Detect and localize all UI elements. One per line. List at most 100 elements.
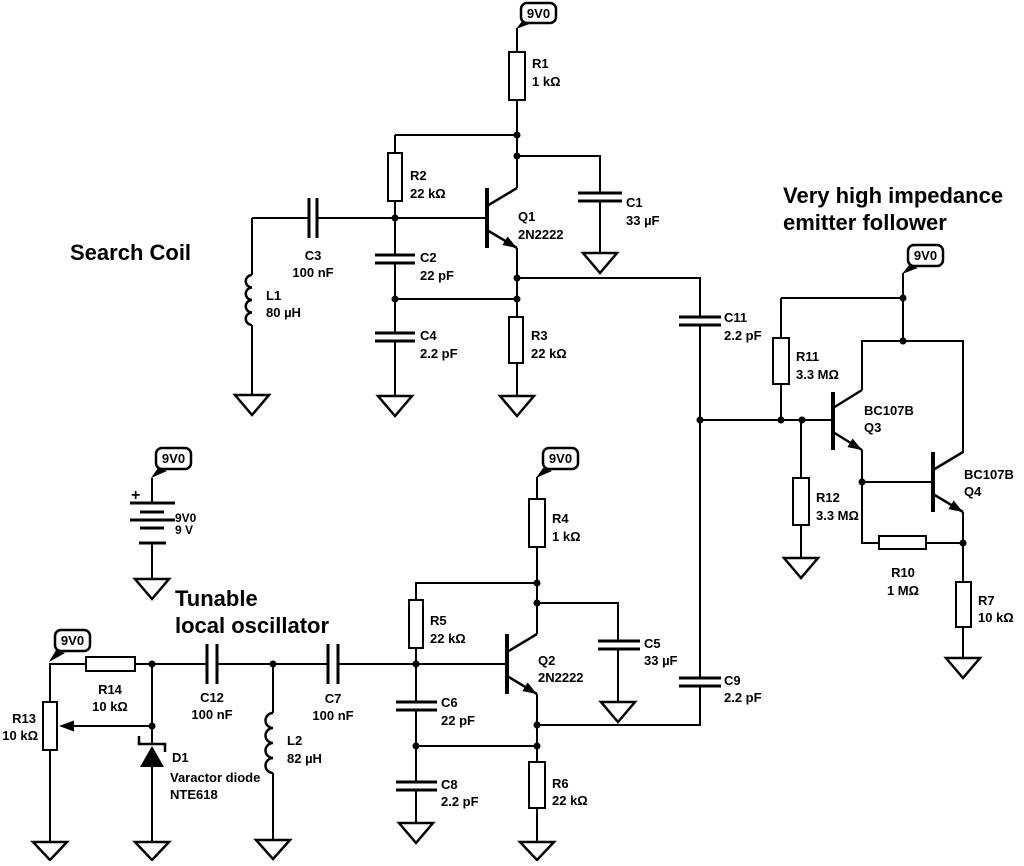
capacitor-c2 (375, 253, 415, 265)
capacitor-c11 (679, 315, 721, 327)
resistor-r10 (878, 535, 927, 550)
capacitor-c5 (598, 639, 640, 651)
title-oscillator-line1: Tunable (175, 586, 258, 611)
label-r2-ref: R2 (410, 168, 427, 183)
label-r4-val: 1 kΩ (552, 529, 581, 544)
label-battery-name: 9V0 (175, 511, 197, 525)
label-r11-val: 3.3 MΩ (796, 367, 839, 382)
label-r4-ref: R4 (552, 511, 569, 526)
diode-triangle-icon (140, 746, 164, 767)
emitter-arrow-icon (502, 236, 517, 248)
supply-callout-battery: 9V0 (151, 446, 193, 478)
resistor-r12 (792, 477, 810, 526)
label-c8-ref: C8 (441, 777, 458, 792)
label-c7-val: 100 nF (312, 708, 353, 723)
ground-icon (132, 577, 172, 601)
label-q3-ref: Q3 (864, 420, 881, 435)
label-r12-val: 3.3 MΩ (816, 508, 859, 523)
label-l1-ref: L1 (266, 288, 281, 303)
varactor-cathode-icon (137, 736, 167, 752)
callout-tail-icon (49, 650, 65, 662)
label-l2-ref: L2 (287, 733, 302, 748)
label-d1-desc2: NTE618 (170, 787, 218, 802)
label-q4-ref: Q4 (964, 484, 982, 499)
label-c11-ref: C11 (724, 310, 747, 325)
emitter-arrow-icon (847, 438, 862, 450)
supply-callout-follower: 9V0 (902, 243, 945, 274)
resistor-r14 (85, 656, 136, 672)
label-d1-desc1: Varactor diode (170, 770, 260, 785)
emitter-arrow-icon (522, 682, 537, 694)
label-r13-ref: R13 (12, 711, 36, 726)
inductor-l1 (244, 273, 253, 327)
resistor-r2 (387, 152, 403, 202)
battery-plus-sign: + (131, 487, 140, 504)
label-c5-ref: C5 (644, 636, 661, 651)
label-q2-ref: Q2 (538, 653, 555, 668)
resistor-r3 (508, 316, 524, 364)
supply-callout-oscillator: 9V0 (49, 628, 92, 662)
title-oscillator-line2: local oscillator (175, 613, 329, 638)
varactor-diode-d1 (137, 736, 167, 767)
callout-tail-icon (536, 468, 552, 478)
supply-net-label: 9V0 (549, 451, 572, 466)
label-c1-ref: C1 (626, 195, 643, 210)
emitter-arrow-icon (948, 500, 963, 512)
label-c9-val: 2.2 pF (724, 690, 762, 705)
supply-net-label: 9V0 (527, 6, 550, 21)
label-r3-val: 22 kΩ (531, 346, 567, 361)
ground-icon (497, 394, 537, 418)
battery-symbol: + (130, 487, 175, 545)
label-r5-val: 22 kΩ (430, 631, 466, 646)
label-battery-value: 9 V (175, 523, 193, 537)
resistor-r11 (772, 337, 790, 385)
label-r12-ref: R12 (816, 490, 840, 505)
label-r6-val: 22 kΩ (552, 793, 588, 808)
label-c4-val: 2.2 pF (420, 346, 458, 361)
wire-segments (49, 28, 964, 842)
ground-icon (232, 393, 272, 417)
label-r6-ref: R6 (552, 776, 569, 791)
transistor-q4 (931, 450, 964, 514)
label-q3-part: BC107B (864, 403, 914, 418)
resistor-r5 (408, 599, 424, 649)
label-c6-val: 22 pF (441, 713, 475, 728)
label-r14-val: 10 kΩ (92, 699, 128, 714)
label-l1-val: 80 µH (266, 305, 301, 320)
label-c3-val: 100 nF (292, 265, 333, 280)
resistor-r7 (955, 581, 972, 628)
label-q1-val: 2N2222 (518, 227, 564, 242)
label-c7-ref: C7 (325, 691, 342, 706)
ground-icon (517, 840, 557, 862)
title-follower-line1: Very high impedance (783, 183, 1003, 208)
ground-icon (30, 840, 70, 862)
callout-tail-icon (151, 468, 167, 478)
capacitor-c6 (396, 700, 437, 712)
label-c9-ref: C9 (724, 673, 741, 688)
transistor-q3 (831, 388, 863, 452)
label-r10-val: 1 MΩ (887, 583, 919, 598)
label-c2-ref: C2 (420, 250, 437, 265)
resistor-r6 (528, 761, 546, 809)
title-search-coil: Search Coil (70, 240, 191, 265)
capacitor-c1 (578, 191, 622, 203)
label-r11-ref: R11 (796, 349, 819, 364)
label-r1-val: 1 kΩ (532, 74, 561, 89)
label-q2-val: 2N2222 (538, 670, 584, 685)
ground-icon (253, 838, 293, 861)
label-r3-ref: R3 (531, 328, 548, 343)
label-r10-ref: R10 (891, 565, 915, 580)
label-c12-ref: C12 (200, 690, 224, 705)
potentiometer-r13 (42, 701, 74, 751)
label-c3-ref: C3 (305, 248, 322, 263)
capacitor-c7 (326, 644, 340, 684)
label-r7-val: 10 kΩ (978, 610, 1014, 625)
label-r14-ref: R14 (98, 682, 123, 697)
label-c8-val: 2.2 pF (441, 794, 479, 809)
label-c1-val: 33 µF (626, 213, 660, 228)
supply-callout-r1: 9V0 (516, 1, 558, 29)
ground-icon (943, 656, 983, 680)
ground-icon (375, 394, 415, 418)
